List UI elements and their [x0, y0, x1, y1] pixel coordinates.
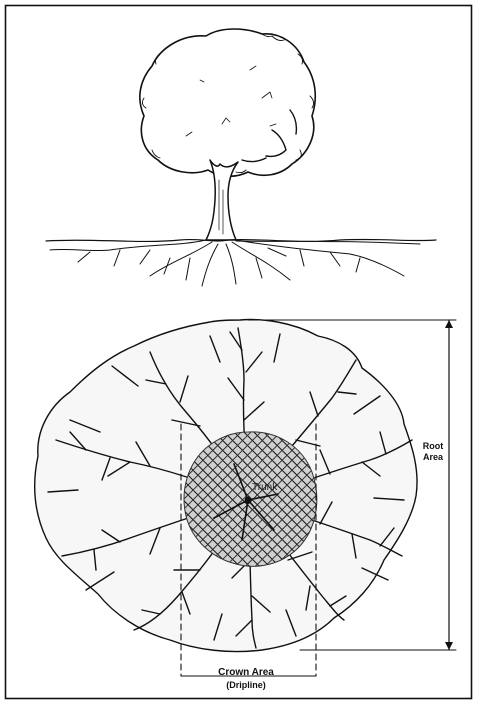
- trunk-label: Trunk: [252, 482, 292, 493]
- root-area-label-line2: Area: [413, 452, 453, 463]
- crown-area-label: Crown Area: [176, 667, 316, 678]
- root-area-label-line1: Root: [413, 441, 453, 452]
- dripline-label: (Dripline): [176, 680, 316, 691]
- trunk-marker: [245, 497, 252, 504]
- root-area-label: Root Area: [413, 441, 453, 463]
- tree-canopy: [140, 29, 315, 176]
- root-area-plan: [35, 320, 456, 676]
- tree-elevation: [46, 29, 436, 286]
- tree-roots: [50, 240, 420, 286]
